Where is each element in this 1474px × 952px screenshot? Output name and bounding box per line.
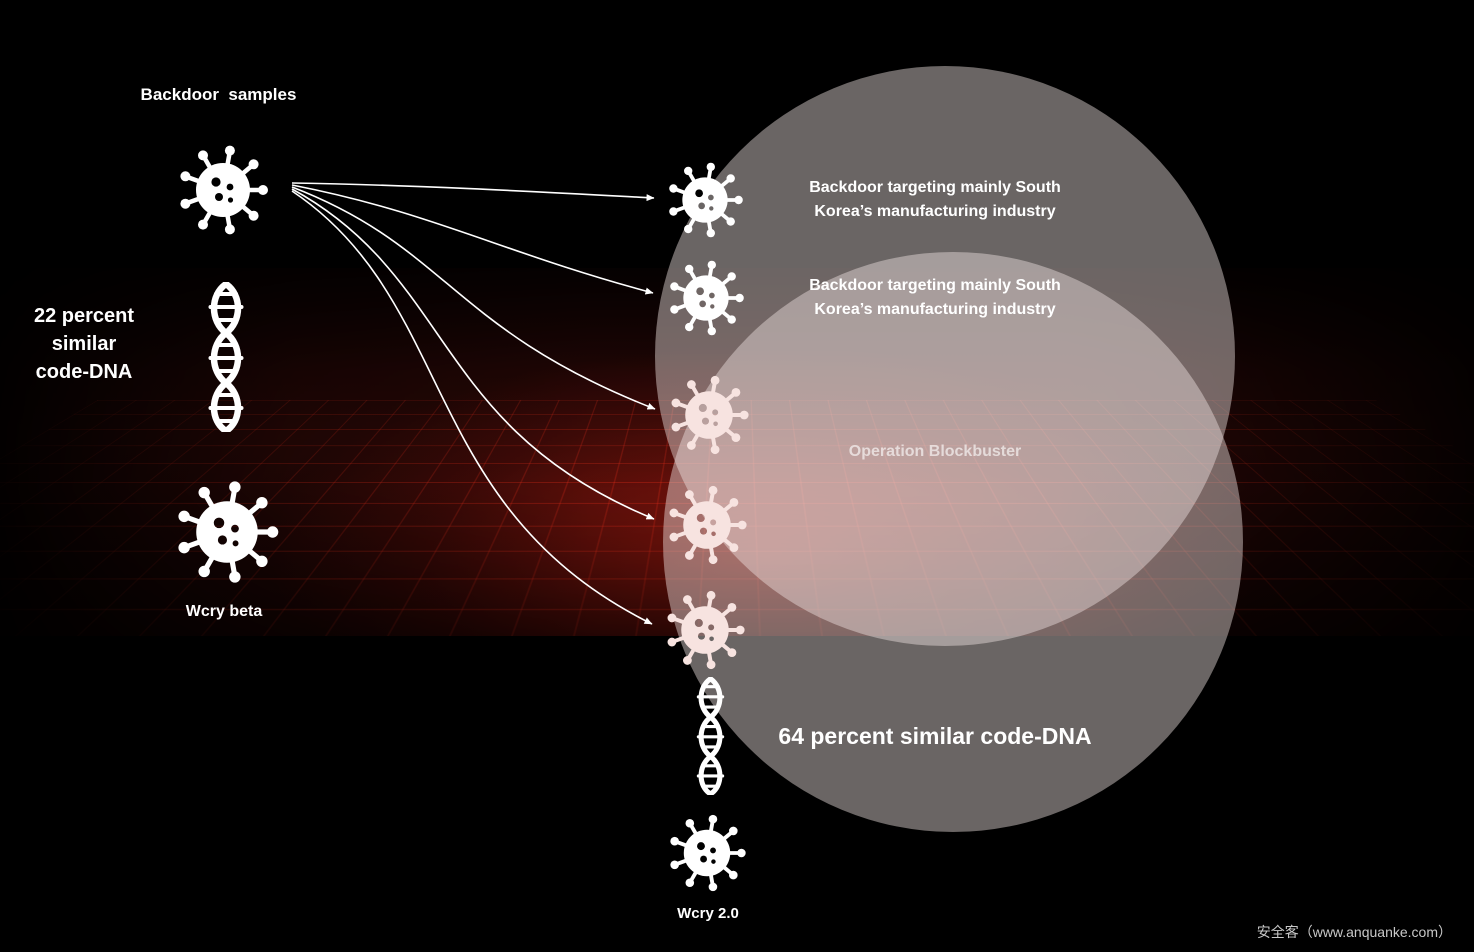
virus-icon-derived-5 xyxy=(661,586,749,674)
curved-arrow-1 xyxy=(291,182,655,202)
dna-helix-icon-22-percent xyxy=(195,282,257,432)
backdoor-target-note-2: Backdoor targeting mainly South Korea’s … xyxy=(770,274,1100,322)
similarity-22-label: 22 percent similar code-DNA xyxy=(10,302,158,386)
wcry-beta-label: Wcry beta xyxy=(185,603,263,620)
venn-circle-top xyxy=(655,66,1235,646)
wcry-2-0-label: Wcry 2.0 xyxy=(677,905,739,922)
watermark-anquanke: 安全客（www.anquanke.com） xyxy=(1256,924,1452,940)
virus-icon-derived-3 xyxy=(665,371,753,459)
backdoor-target-note-1: Backdoor targeting mainly South Korea’s … xyxy=(770,176,1100,224)
virus-icon-wcry-beta xyxy=(170,475,284,589)
virus-icon-wcry-2-0 xyxy=(664,810,750,896)
virus-icon-derived-1 xyxy=(663,158,747,242)
similarity-22-line3: code-DNA xyxy=(35,361,133,383)
backdoor-target-note-1-line2: Korea’s manufacturing industry xyxy=(814,203,1056,220)
similarity-22-line1: 22 percent xyxy=(33,305,135,327)
backdoor-target-note-2-line2: Korea’s manufacturing industry xyxy=(814,301,1056,318)
similarity-22-line2: similar xyxy=(51,333,117,355)
virus-icon-backdoor-sample xyxy=(173,140,273,240)
virus-icon-derived-4 xyxy=(663,481,751,569)
backdoor-target-note-2-line1: Backdoor targeting mainly South xyxy=(809,277,1061,294)
backdoor-target-note-1-line1: Backdoor targeting mainly South xyxy=(809,179,1061,196)
backdoor-samples-label: Backdoor samples xyxy=(140,85,297,104)
similarity-64-label: 64 percent similar code-DNA xyxy=(778,723,1092,749)
operation-blockbuster-label: Operation Blockbuster xyxy=(848,443,1022,460)
virus-icon-derived-2 xyxy=(664,256,748,340)
venn-circle-bottom xyxy=(663,252,1243,832)
